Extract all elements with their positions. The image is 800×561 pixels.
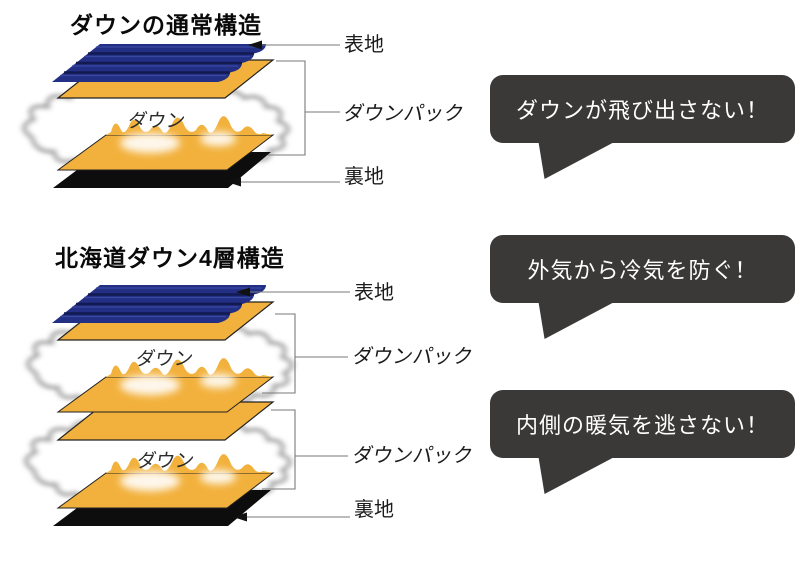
down-label-lower: ダウン — [135, 451, 196, 472]
callout-text: 内側の暖気を逃さない！ — [515, 413, 769, 438]
down-pack-upper-label: ダウンパック — [350, 346, 475, 368]
label-lines — [239, 44, 340, 183]
down-pack-label: ダウンパック — [341, 103, 466, 125]
diagram-normal-structure — [22, 40, 340, 188]
lining-label: 裏地 — [354, 499, 394, 521]
callout-no-down-escape: ダウンが飛び出さない！ — [490, 75, 795, 179]
pointer-arrow-icons — [227, 40, 262, 187]
callout-keeps-warmth: 内側の暖気を逃さない！ — [490, 390, 795, 494]
outer-fabric-arrow-icon — [236, 287, 250, 297]
lining-arrow-icon — [233, 512, 247, 522]
callout-blocks-cold: 外気から冷気を防ぐ！ — [490, 235, 795, 339]
down-pack-lower-label: ダウンパック — [350, 445, 475, 467]
outer-fabric-label: 表地 — [354, 282, 394, 304]
diagram-hokkaido-structure — [24, 285, 350, 526]
outer-fabric-arrow-icon — [248, 40, 262, 50]
down-pack-upper-bracket — [262, 313, 296, 394]
outer-fabric-label: 表地 — [344, 34, 384, 56]
hokkaido-structure-title: 北海道ダウン4層構造 — [55, 245, 285, 271]
label-lines — [245, 291, 350, 518]
down-pack-lower-bracket — [262, 409, 296, 490]
down-pack-bracket — [268, 60, 306, 156]
callout-text: ダウンが飛び出さない！ — [515, 98, 769, 123]
outer-fabric-layer — [52, 285, 266, 323]
pointer-arrow-icons — [233, 287, 250, 522]
cloud-wisps — [120, 132, 236, 153]
lining-label: 裏地 — [344, 166, 384, 188]
down-label-upper: ダウン — [134, 349, 195, 370]
lining-arrow-icon — [227, 177, 241, 187]
callout-text: 外気から冷気を防ぐ！ — [527, 258, 758, 283]
normal-structure-title: ダウンの通常構造 — [70, 12, 262, 38]
down-label: ダウン — [126, 111, 187, 132]
cloud-wisps — [120, 374, 236, 491]
outer-fabric-layer — [52, 44, 266, 82]
